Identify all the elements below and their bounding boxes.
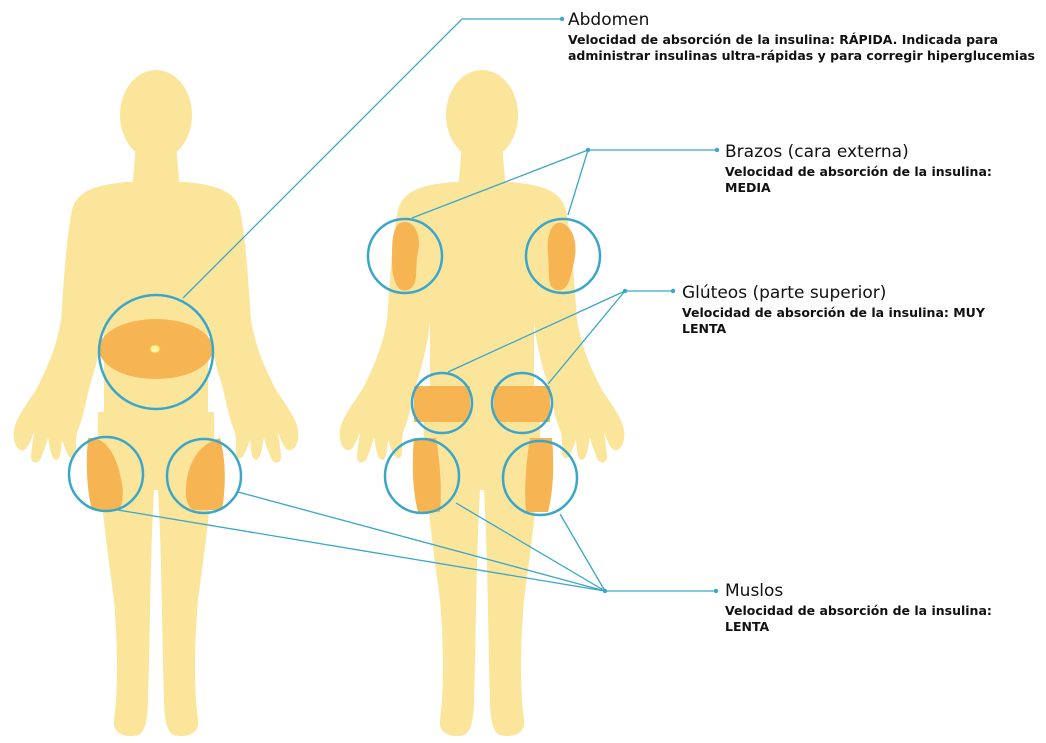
brazos-description: Velocidad de absorción de la insulina: M…: [725, 164, 1035, 196]
front-body-silhouette: [14, 70, 299, 736]
brazos-title: Brazos (cara externa): [725, 142, 1035, 162]
abdomen-title: Abdomen: [568, 10, 1044, 30]
gluteos-title: Glúteos (parte superior): [682, 283, 1032, 303]
label-gluteos: Glúteos (parte superior) Velocidad de ab…: [682, 283, 1032, 337]
gluteos-description: Velocidad de absorción de la insulina: M…: [682, 305, 1032, 337]
label-muslos: Muslos Velocidad de absorción de la insu…: [725, 581, 1035, 635]
muslos-description: Velocidad de absorción de la insulina: L…: [725, 603, 1035, 635]
label-abdomen: Abdomen Velocidad de absorción de la ins…: [568, 10, 1044, 64]
brazos-connector-right: [568, 150, 588, 215]
abdomen-description: Velocidad de absorción de la insulina: R…: [568, 32, 1044, 64]
label-brazos: Brazos (cara externa) Velocidad de absor…: [725, 142, 1035, 196]
muslos-title: Muslos: [725, 581, 1035, 601]
muslos-connector-4: [560, 514, 605, 591]
